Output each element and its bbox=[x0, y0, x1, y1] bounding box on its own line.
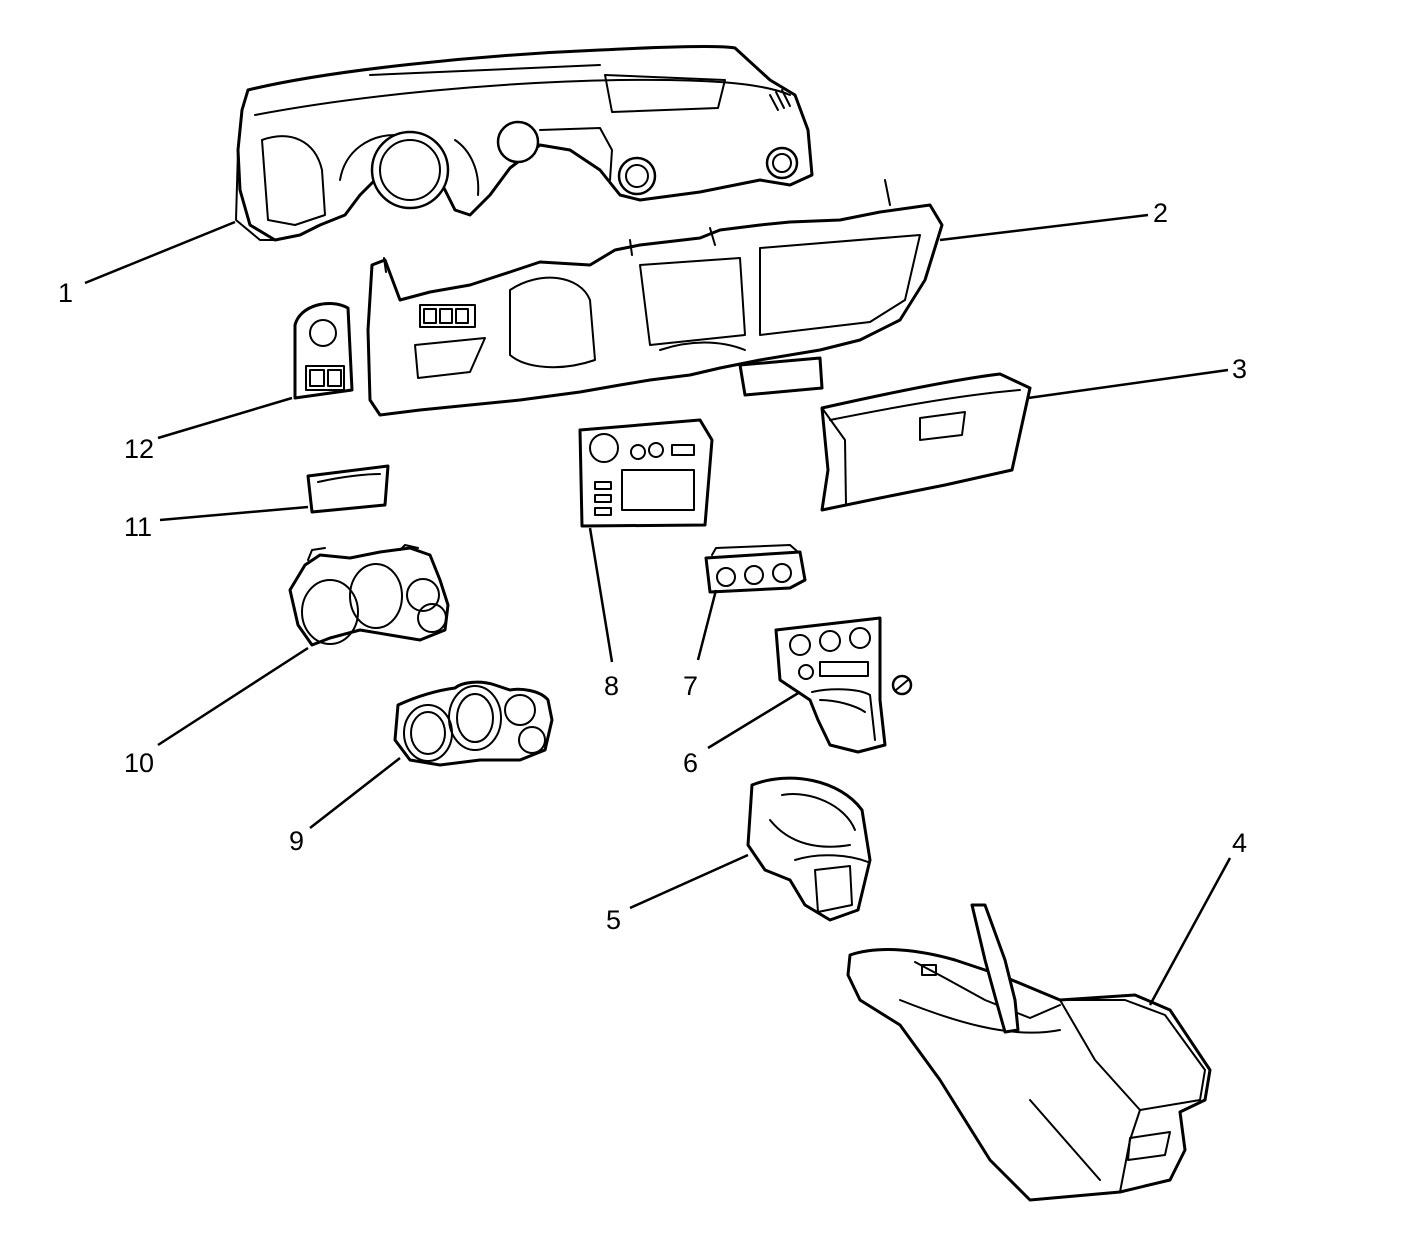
part-4-floor-console bbox=[846, 903, 1212, 1202]
leader-line-2 bbox=[939, 213, 1149, 242]
callout-4: 4 bbox=[1232, 828, 1247, 858]
leader-line-1 bbox=[84, 220, 236, 285]
callout-7: 7 bbox=[683, 671, 698, 701]
leader-line-11 bbox=[159, 505, 309, 522]
callout-8: 8 bbox=[604, 671, 619, 701]
part-10-instrument-cluster bbox=[288, 544, 450, 647]
leader-line-7 bbox=[696, 589, 718, 661]
part-9-cluster-bezel bbox=[393, 680, 554, 767]
callout-9: 9 bbox=[289, 826, 304, 856]
part-8-center-faceplate bbox=[578, 418, 714, 528]
part-11-small-trim-cover bbox=[306, 464, 390, 514]
leader-line-8 bbox=[588, 527, 614, 663]
leader-line-4 bbox=[1148, 857, 1232, 1006]
part-6-center-bezel bbox=[774, 616, 913, 754]
callout-12: 12 bbox=[124, 434, 154, 464]
leader-line-12 bbox=[157, 396, 293, 440]
callout-5: 5 bbox=[606, 905, 621, 935]
leader-line-3 bbox=[1027, 368, 1229, 400]
callout-1: 1 bbox=[58, 278, 73, 308]
leader-line-9 bbox=[309, 757, 401, 829]
part-2-lower-instrument-panel bbox=[366, 179, 944, 417]
part-12-switch-bezel bbox=[293, 302, 354, 400]
part-1-upper-instrument-panel bbox=[235, 45, 814, 242]
callout-6: 6 bbox=[683, 748, 698, 778]
callout-3: 3 bbox=[1232, 354, 1247, 384]
leader-line-10 bbox=[157, 646, 309, 747]
callout-10: 10 bbox=[124, 748, 154, 778]
callout-2: 2 bbox=[1153, 198, 1168, 228]
part-5-console-front-trim bbox=[746, 776, 872, 922]
leader-line-5 bbox=[629, 853, 749, 910]
leader-line-6 bbox=[707, 690, 801, 750]
callout-11: 11 bbox=[124, 512, 152, 542]
part-7-hvac-control bbox=[704, 544, 807, 594]
part-3-glove-box bbox=[820, 372, 1032, 512]
